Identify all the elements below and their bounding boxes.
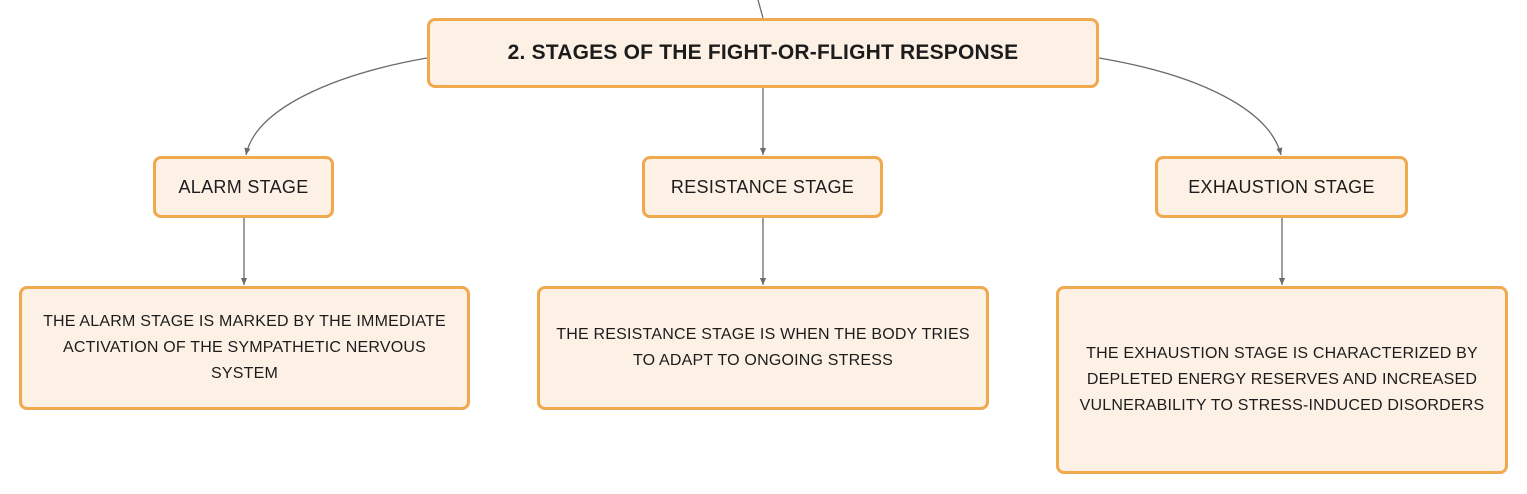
connector-root-to-exhaustion bbox=[1098, 57, 1283, 156]
incoming-connector bbox=[757, 0, 764, 19]
root-node[interactable]: 2. STAGES OF THE FIGHT-OR-FLIGHT RESPONS… bbox=[427, 18, 1099, 88]
alarm-stage-node[interactable]: ALARM STAGE bbox=[153, 156, 334, 218]
alarm-stage-title: ALARM STAGE bbox=[178, 176, 309, 197]
resistance-stage-node[interactable]: RESISTANCE STAGE bbox=[642, 156, 883, 218]
root-title: 2. STAGES OF THE FIGHT-OR-FLIGHT RESPONS… bbox=[507, 41, 1019, 64]
connector-root-to-alarm bbox=[244, 57, 428, 156]
exhaustion-description-text: THE EXHAUSTION STAGE IS CHARACTERIZED BY… bbox=[1079, 345, 1485, 414]
exhaustion-stage-node[interactable]: EXHAUSTION STAGE bbox=[1155, 156, 1408, 218]
exhaustion-description-node[interactable]: THE EXHAUSTION STAGE IS CHARACTERIZED BY… bbox=[1056, 286, 1508, 474]
alarm-description-node[interactable]: THE ALARM STAGE IS MARKED BY THE IMMEDIA… bbox=[19, 286, 470, 410]
resistance-stage-title: RESISTANCE STAGE bbox=[670, 176, 855, 197]
alarm-description-text: THE ALARM STAGE IS MARKED BY THE IMMEDIA… bbox=[43, 313, 446, 382]
exhaustion-stage-title: EXHAUSTION STAGE bbox=[1188, 176, 1375, 197]
resistance-description-node[interactable]: THE RESISTANCE STAGE IS WHEN THE BODY TR… bbox=[537, 286, 989, 410]
resistance-description-text: THE RESISTANCE STAGE IS WHEN THE BODY TR… bbox=[556, 326, 970, 369]
